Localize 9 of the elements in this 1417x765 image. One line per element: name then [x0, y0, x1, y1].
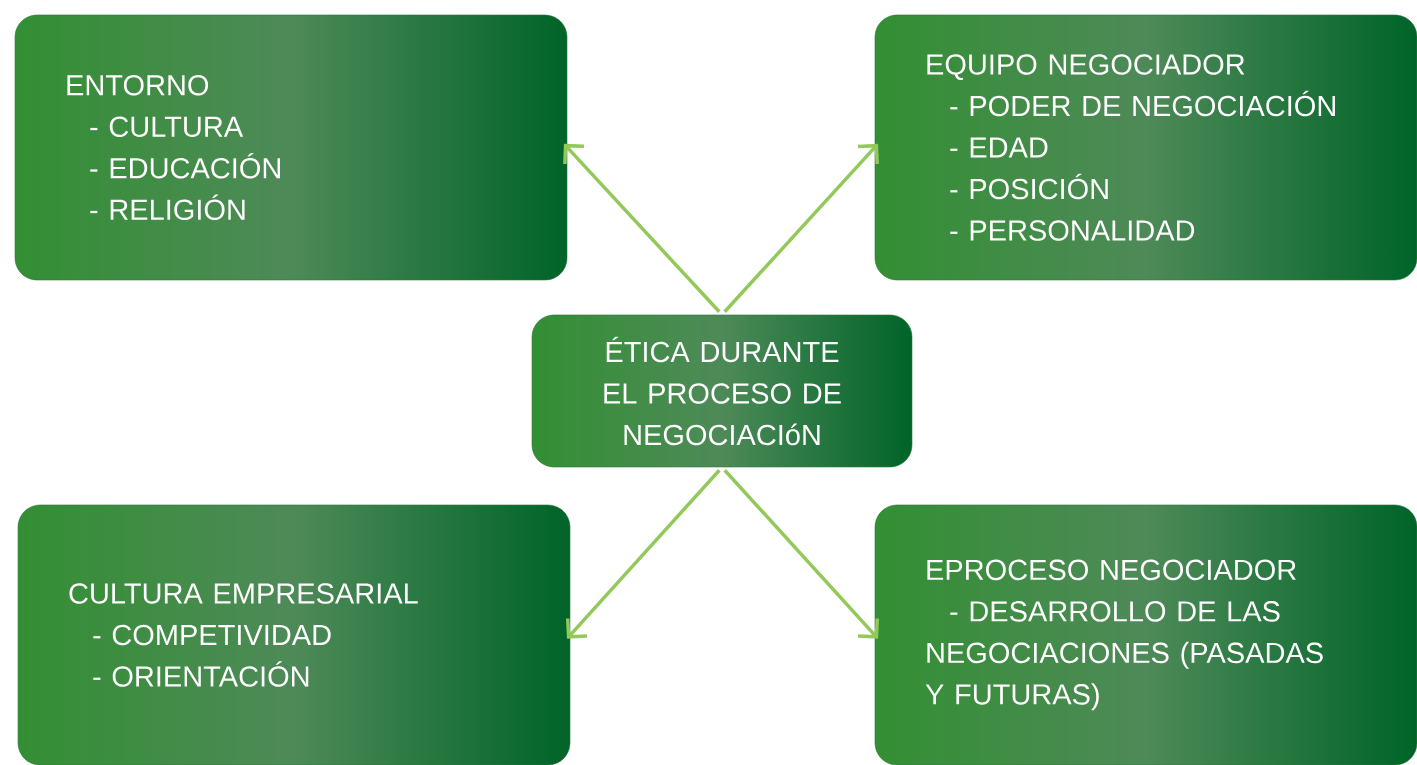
info-box: CULTURA EMPRESARIAL - COMPETIVIDAD - ORIENTACIÓN [17, 504, 571, 765]
info-box: ÉTICA DURANTE EL PROCESO DE NEGOCIACIóN [531, 314, 913, 468]
info-box: ENTORNO - CULTURA - EDUCACIÓN - RELIGIÓN [14, 14, 568, 281]
info-box: EPROCESO NEGOCIADOR - DESARROLLO DE LAS NEGOCIACIONES (PASADAS Y FUTURAS) [874, 504, 1417, 765]
arrow [723, 469, 879, 639]
arrow [565, 469, 721, 639]
arrow [563, 143, 721, 313]
arrow [723, 143, 879, 313]
info-box: EQUIPO NEGOCIADOR - PODER DE NEGOCIACIÓN - EDAD - POSICIÓN - PERSONALIDAD [874, 14, 1417, 281]
